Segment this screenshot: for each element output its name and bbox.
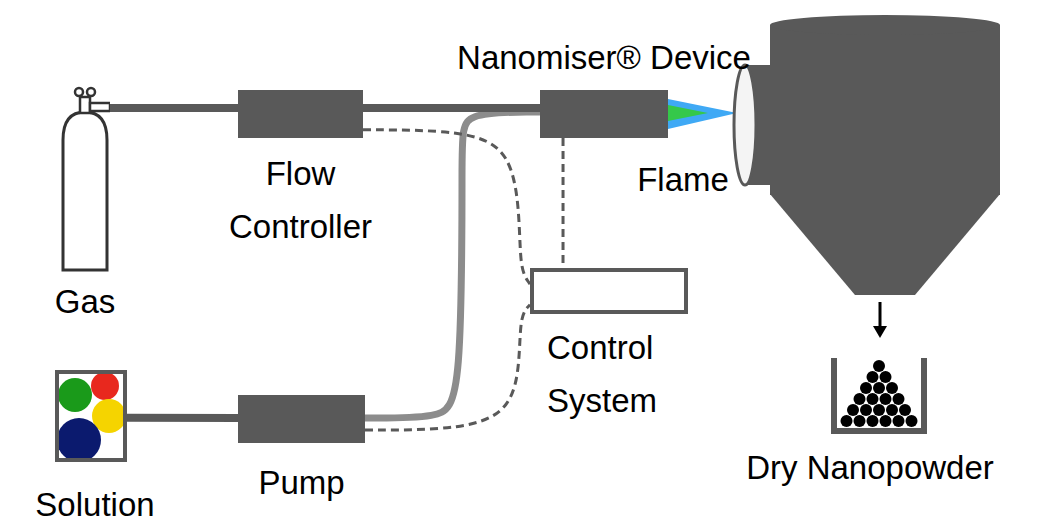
signal-line [365, 305, 530, 430]
drop [59, 378, 92, 412]
cyclone-top [770, 15, 1000, 35]
solution-drops [59, 374, 123, 458]
cyclone-cone [770, 194, 1000, 295]
cylinder-shape [60, 85, 110, 272]
valve-knob [87, 88, 95, 96]
cylinder-valve [80, 97, 90, 113]
powder-dot [893, 393, 905, 405]
powder-dot [860, 382, 872, 394]
process-box: Nanomiser® Device [540, 90, 668, 138]
powder-dot [906, 415, 918, 427]
flow-arrowhead [873, 326, 887, 338]
gas-cylinder: Gas [60, 85, 110, 272]
label-wrap: Nanomiser® Device [424, 40, 784, 76]
flow-line [110, 104, 238, 112]
flame-label: Flame [637, 162, 729, 198]
powder-dot [880, 371, 892, 383]
flow-line [127, 414, 238, 422]
node-label: Flow Controller [216, 148, 386, 254]
flame-inner [668, 105, 708, 121]
powder-dot [899, 404, 911, 416]
process-box: Pump [238, 395, 365, 443]
label-wrap: Pump [217, 465, 387, 501]
cylinder-body [63, 112, 107, 270]
node-label: Solution [10, 487, 180, 523]
powder-dot [841, 415, 853, 427]
powder-dot [886, 382, 898, 394]
flow-arrow [879, 302, 882, 328]
powder-dot [847, 404, 859, 416]
control-box: Control System [530, 268, 688, 314]
label-wrap: Gas [15, 284, 155, 320]
label-wrap: Solution [10, 487, 180, 523]
product-label: Dry Nanopowder [746, 450, 994, 486]
inlet-opening [734, 65, 756, 185]
powder-dot [873, 382, 885, 394]
powder-pile [841, 360, 918, 427]
flow-line [363, 104, 540, 112]
label-wrap: Flow Controller [216, 148, 386, 254]
powder-dot [867, 393, 879, 405]
valve-outlet [90, 103, 110, 111]
powder-dot [854, 415, 866, 427]
label-wrap: Control System [547, 322, 722, 428]
flame-outer [668, 99, 737, 129]
powder-dot [860, 404, 872, 416]
signal-line [562, 138, 565, 268]
powder-dot [893, 415, 905, 427]
powder-dot [873, 360, 885, 372]
drop [91, 374, 119, 400]
powder-dot [880, 415, 892, 427]
label-wrap: Dry Nanopowder [746, 450, 994, 486]
node-label: Gas [15, 284, 155, 320]
process-box: Flow Controller [238, 90, 363, 138]
node-label: Nanomiser® Device [424, 40, 784, 76]
powder-dot [867, 415, 879, 427]
signal-line [363, 130, 530, 284]
powder-dot [854, 393, 866, 405]
cyclone-body [770, 25, 1000, 195]
flow-line [365, 112, 540, 418]
powder-dot [873, 404, 885, 416]
valve-knob [75, 88, 83, 96]
label-wrap: Flame [637, 162, 729, 198]
powder-dot [867, 371, 879, 383]
node-label: Pump [217, 465, 387, 501]
solution-container: Solution [55, 370, 127, 462]
powder-container [834, 358, 924, 431]
powder-dot [886, 404, 898, 416]
node-label: Control System [547, 322, 722, 428]
drop [59, 418, 101, 458]
powder-dot [880, 393, 892, 405]
